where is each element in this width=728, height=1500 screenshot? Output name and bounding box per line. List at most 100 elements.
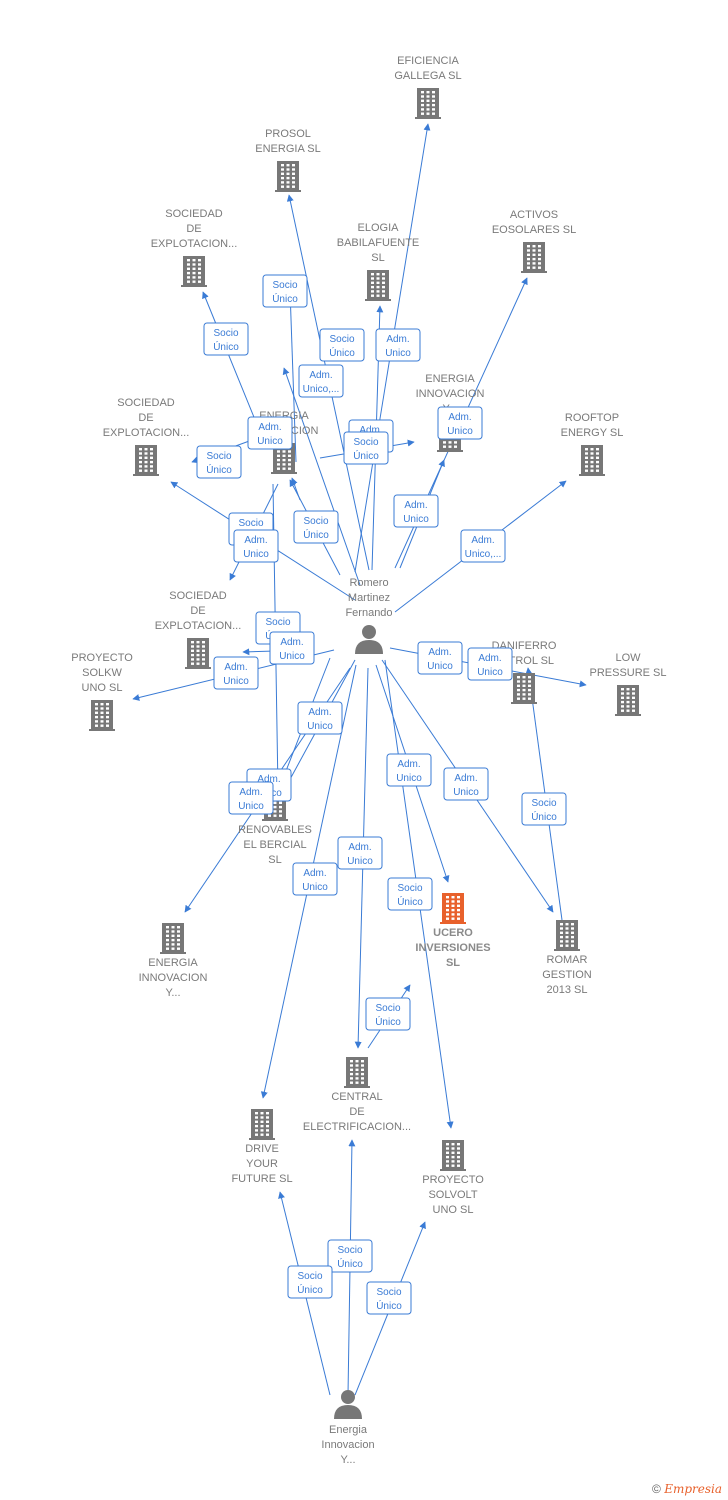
relation-label: Adm. bbox=[308, 707, 331, 718]
node-label: EXPLOTACION... bbox=[103, 427, 190, 439]
node-socexp2[interactable]: SOCIEDADDEEXPLOTACION... bbox=[103, 397, 190, 476]
building-icon bbox=[440, 893, 466, 924]
node-enerinn3[interactable]: ENERGIAINNOVACIONY... bbox=[139, 923, 208, 999]
relation-label: Adm. bbox=[471, 535, 494, 546]
relation-badge[interactable]: Adm.Unico,... bbox=[298, 364, 344, 398]
relation-label: Unico bbox=[243, 549, 269, 560]
node-label: DRIVE bbox=[245, 1143, 279, 1155]
relation-badge[interactable]: Adm.Unico bbox=[443, 767, 489, 801]
relation-badge[interactable]: Adm.Unico bbox=[213, 656, 259, 690]
relation-badge[interactable]: Adm.Unico bbox=[269, 631, 315, 665]
building-icon bbox=[181, 256, 207, 287]
node-label: PROYECTO bbox=[422, 1174, 484, 1186]
building-icon bbox=[160, 923, 186, 954]
node-label: SOLVOLT bbox=[428, 1189, 477, 1201]
relation-label: Único bbox=[206, 463, 232, 476]
node-label: EL BERCIAL bbox=[243, 839, 306, 851]
node-label: ROMAR bbox=[547, 954, 588, 966]
relation-label: Único bbox=[329, 346, 355, 359]
relation-badge[interactable]: Adm.Unico bbox=[467, 647, 513, 681]
relation-label: Único bbox=[337, 1257, 363, 1270]
relation-label: Adm. bbox=[359, 425, 382, 436]
node-label: RENOVABLES bbox=[238, 824, 312, 836]
node-label: Martinez bbox=[348, 592, 390, 604]
building-icon bbox=[511, 673, 537, 704]
building-icon bbox=[554, 920, 580, 951]
relation-badge[interactable]: Adm.Unico bbox=[292, 862, 338, 896]
relation-badge[interactable]: Adm.Unico bbox=[417, 641, 463, 675]
relation-label: Unico bbox=[477, 667, 503, 678]
node-label: CENTRAL bbox=[331, 1091, 382, 1103]
node-label: PRESSURE SL bbox=[589, 667, 666, 679]
relation-badge[interactable]: Adm.Unico bbox=[386, 753, 432, 787]
node-label: Innovacion bbox=[321, 1439, 374, 1451]
relation-label: Único bbox=[303, 528, 329, 541]
building-icon bbox=[249, 1109, 275, 1140]
relation-badge[interactable]: Adm.Unico bbox=[233, 529, 279, 563]
node-enerpers[interactable]: EnergiaInnovacionY... bbox=[321, 1390, 375, 1466]
relation-badge[interactable]: Adm.Unico,... bbox=[460, 529, 506, 563]
node-label: UNO SL bbox=[82, 682, 123, 694]
relation-badge[interactable]: Adm.Unico bbox=[437, 406, 483, 440]
relation-label: Socio bbox=[397, 883, 422, 894]
building-icon bbox=[579, 445, 605, 476]
node-socexp1[interactable]: SOCIEDADDEEXPLOTACION... bbox=[151, 208, 238, 287]
node-label: SL bbox=[268, 854, 281, 866]
building-icon bbox=[89, 700, 115, 731]
relation-badge[interactable]: Adm.Unico bbox=[247, 416, 293, 450]
node-label: EXPLOTACION... bbox=[151, 238, 238, 250]
building-icon bbox=[271, 443, 297, 474]
node-central[interactable]: CENTRALDEELECTRIFICACION... bbox=[303, 1057, 411, 1133]
relation-label: Único bbox=[353, 449, 379, 462]
relation-label: Socio bbox=[329, 334, 354, 345]
node-label: SOCIEDAD bbox=[169, 590, 227, 602]
relation-badge[interactable]: Adm.Unico bbox=[228, 781, 274, 815]
relation-label: Socio bbox=[272, 280, 297, 291]
node-socexp3[interactable]: SOCIEDADDEEXPLOTACION... bbox=[155, 590, 242, 669]
node-label: SOCIEDAD bbox=[117, 397, 175, 409]
node-label: ELECTRIFICACION... bbox=[303, 1121, 411, 1133]
building-icon bbox=[344, 1057, 370, 1088]
node-label: SL bbox=[371, 252, 384, 264]
person-icon bbox=[355, 625, 383, 654]
relation-badge[interactable]: Adm.Unico bbox=[375, 328, 421, 362]
relation-badge[interactable]: Adm.Unico bbox=[297, 701, 343, 735]
brand-logo[interactable]: Empresia bbox=[664, 1482, 722, 1496]
relation-label: Único bbox=[397, 895, 423, 908]
node-label: EXPLOTACION... bbox=[155, 620, 242, 632]
relation-label: Unico bbox=[223, 676, 249, 687]
node-label: ENERGY SL bbox=[561, 427, 624, 439]
building-icon bbox=[275, 161, 301, 192]
footer-credit: © Empresia bbox=[652, 1482, 722, 1496]
relation-label: Socio bbox=[337, 1245, 362, 1256]
relation-label: Adm. bbox=[303, 868, 326, 879]
relation-badge[interactable]: Adm.Unico bbox=[393, 494, 439, 528]
node-label: INNOVACION bbox=[139, 972, 208, 984]
relation-badge[interactable]: Adm.Unico bbox=[337, 836, 383, 870]
node-label: Fernando bbox=[345, 607, 392, 619]
